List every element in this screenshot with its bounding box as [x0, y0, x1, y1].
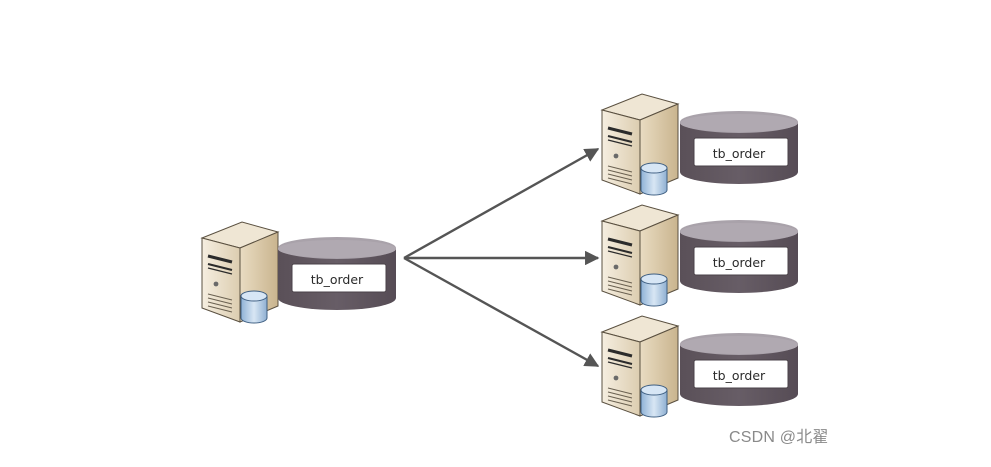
target-node-2: tb_order [600, 203, 799, 307]
watermark: CSDN @北翟 [729, 429, 829, 446]
small-database-icon [640, 162, 668, 196]
source-node: tb_order [200, 220, 397, 324]
table-label: tb_order [713, 368, 766, 383]
small-database-icon [640, 273, 668, 307]
target-node-1: tb_order [600, 92, 799, 196]
table-label: tb_order [311, 272, 364, 287]
small-database-icon [240, 290, 268, 324]
table-label: tb_order [713, 146, 766, 161]
edge-arrow-3 [403, 256, 600, 368]
target-node-3: tb_order [600, 314, 799, 418]
edge-arrow-1 [403, 147, 600, 260]
table-label: tb_order [713, 255, 766, 270]
small-database-icon [640, 384, 668, 418]
